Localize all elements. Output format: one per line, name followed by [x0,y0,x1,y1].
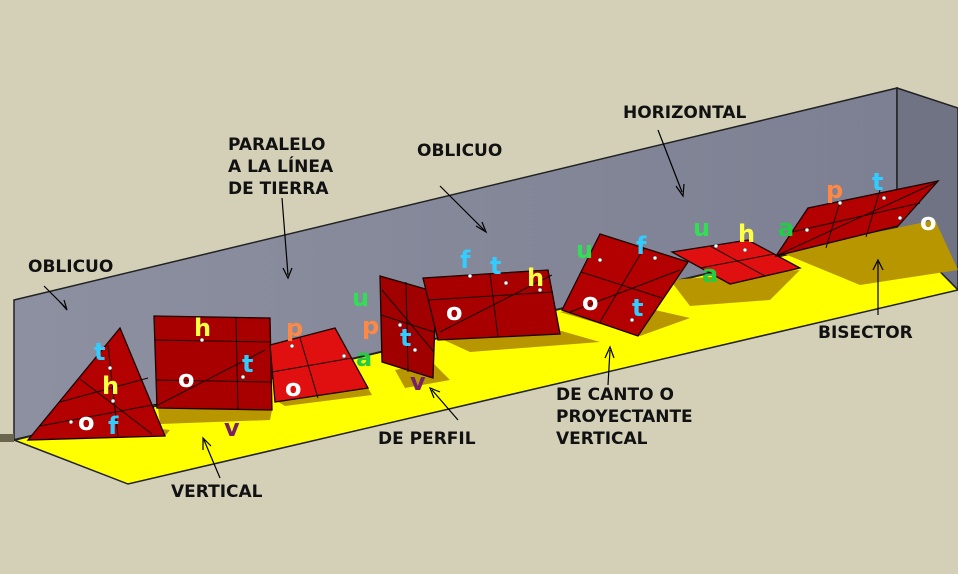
letter-label: a [702,260,718,288]
caption-vertical: VERTICAL [171,482,263,502]
caption-paralelo-1: PARALELO [228,135,325,155]
caption-bisector: BISECTOR [818,323,913,343]
letter-label: p [826,176,843,204]
letter-label: p [362,312,379,340]
letter-label: u [576,236,593,264]
caption-oblicuo-center: OBLICUO [417,141,502,161]
letter-label: a [778,214,794,242]
letter-label: t [490,252,501,280]
letter-label: v [410,368,426,396]
caption-de-perfil: DE PERFIL [378,429,476,449]
ground-line-stub [0,434,14,442]
letter-label: o [285,374,302,402]
plane-bisector [774,179,940,258]
letter-label: f [460,246,471,274]
plane-vertical [153,315,273,411]
letter-label: f [108,412,119,440]
letter-label: h [738,220,755,248]
plane-parallel-ground-line [269,327,370,403]
plane-oblique-triangle [26,326,166,441]
letter-label: o [446,298,463,326]
letter-label: o [920,208,937,236]
letter-label: u [693,214,710,242]
caption-paralelo-2: A LA LÍNEA [228,155,334,177]
letter-label: v [224,414,240,442]
letter-label: f [636,232,647,260]
caption-oblicuo-left: OBLICUO [28,257,113,277]
plane-oblique-center [422,269,561,341]
caption-horizontal: HORIZONTAL [623,103,747,123]
letter-label: t [632,294,643,322]
letter-label: t [400,324,411,352]
letter-label: t [872,168,883,196]
letter-label: h [527,264,544,292]
plane-horizontal [670,239,802,285]
letter-label: a [356,344,372,372]
caption-arrows [43,129,884,479]
letter-label: o [78,408,95,436]
caption-de-canto-3: VERTICAL [556,429,648,449]
caption-paralelo-3: DE TIERRA [228,179,329,199]
trace-letters: t h o f h o t v p o a u p t v f t h o u … [78,168,937,442]
plane-profile [379,275,437,379]
caption-de-canto-2: PROYECTANTE [556,407,693,427]
letter-label: o [582,288,599,316]
letter-label: p [286,314,303,342]
letter-label: t [94,338,105,366]
caption-de-canto-1: DE CANTO O [556,385,674,405]
letter-label: h [102,372,119,400]
letter-label: o [178,365,195,393]
letter-label: u [352,284,369,312]
point-markers [68,195,903,425]
letter-label: t [242,350,253,378]
letter-label: h [194,314,211,342]
